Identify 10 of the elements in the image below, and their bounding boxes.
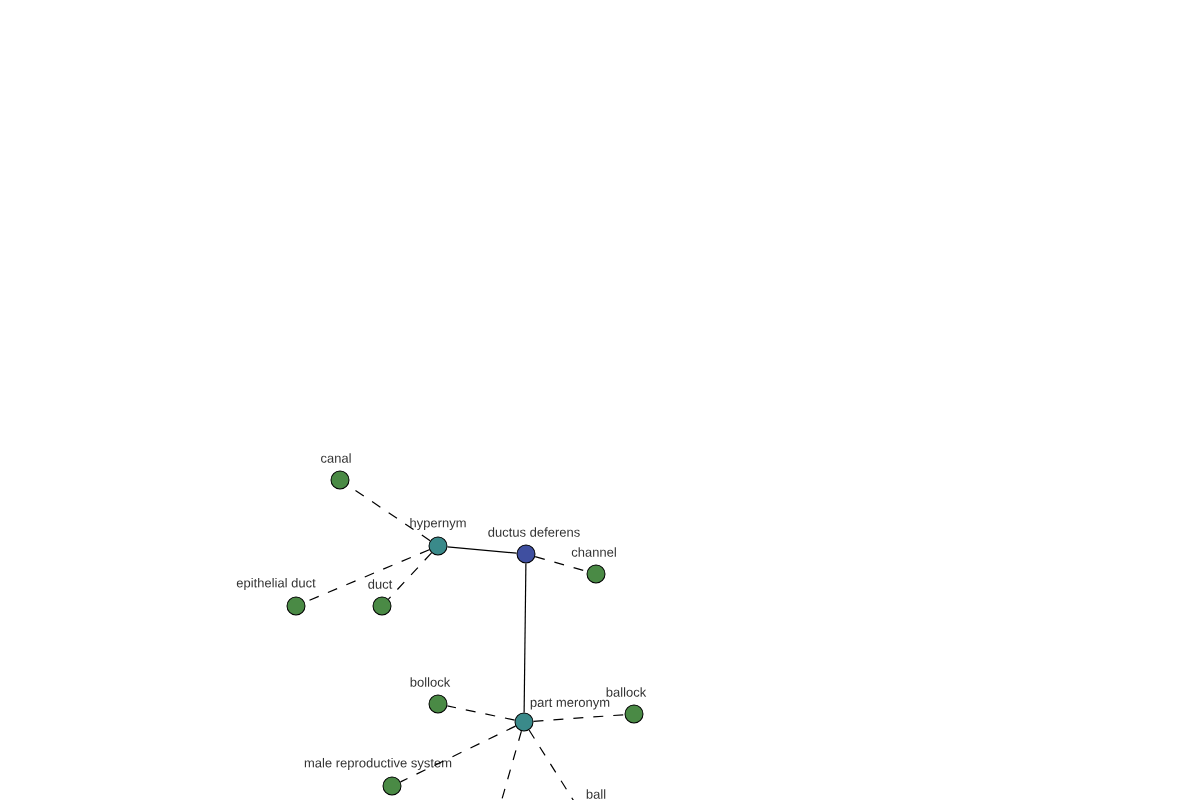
connector [499,730,522,800]
connector [528,729,578,800]
connector [446,546,518,554]
connector [399,725,517,783]
connector [304,549,430,603]
connector [446,705,516,721]
connector [534,556,588,572]
connector [532,714,626,722]
connector [387,552,433,600]
connector [523,562,527,714]
